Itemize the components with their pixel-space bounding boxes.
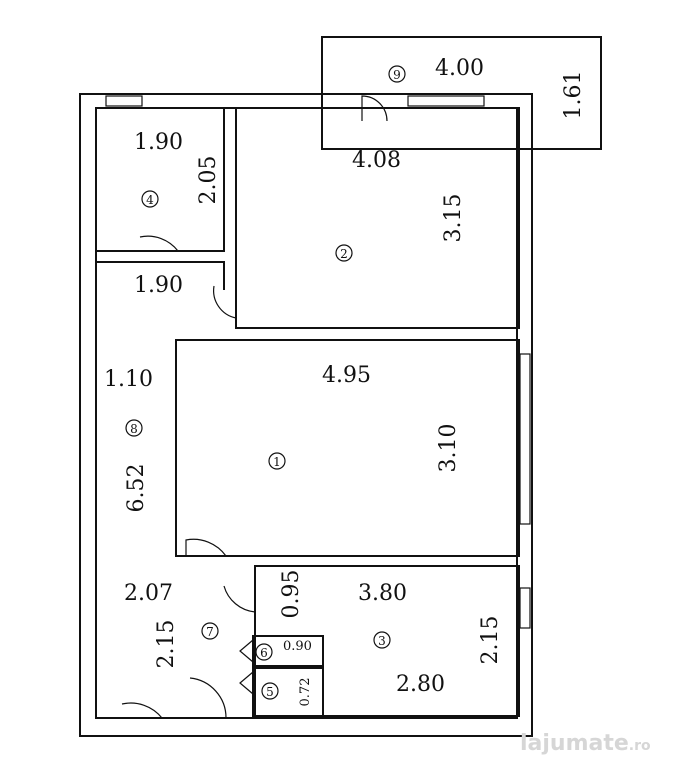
room-7-length: 2.15 [154, 620, 179, 669]
room-7-width: 2.07 [124, 581, 173, 606]
room-6-width: 0.90 [283, 639, 312, 654]
room-9-marker [388, 65, 406, 83]
room-5-marker [261, 682, 279, 700]
room-6-number: 6 [260, 646, 268, 660]
room-2-number: 2 [340, 247, 348, 261]
hallway-wall [95, 261, 225, 718]
door-balcony [361, 95, 388, 122]
room-4-number: 4 [146, 193, 154, 207]
room-3-length: 2.15 [478, 616, 503, 665]
room-2-walls [235, 107, 520, 329]
window-top-left [105, 95, 143, 107]
room-1-width: 4.95 [322, 363, 371, 388]
room-1-number: 1 [273, 455, 281, 469]
door-room-7 [186, 677, 227, 719]
room-4-marker [141, 190, 159, 208]
room-3-length-left: 0.95 [279, 570, 304, 619]
room-5-walls [252, 667, 324, 717]
door-room-1 [185, 538, 227, 557]
room-8-width: 1.10 [104, 367, 153, 392]
room-7-marker [201, 622, 219, 640]
door-room-3 [223, 576, 256, 613]
door-room-2 [213, 285, 237, 319]
room-5-number: 5 [266, 685, 274, 699]
door-room-4 [139, 235, 180, 252]
watermark-suffix: .ro [629, 738, 651, 754]
room-3-number: 3 [378, 634, 386, 648]
room-3-width-bottom: 2.80 [396, 672, 445, 697]
door-entrance [121, 702, 164, 719]
window-right-room3 [519, 587, 531, 629]
door-room-6 [239, 639, 254, 663]
room-1-marker [268, 452, 286, 470]
window-right-room1 [519, 353, 531, 525]
room-8-width-top: 1.90 [134, 273, 183, 298]
room-8-marker [125, 419, 143, 437]
room-1-length: 3.10 [436, 424, 461, 473]
room-7-number: 7 [206, 625, 214, 639]
room-8-length: 6.52 [124, 464, 149, 513]
room-3-walls [254, 565, 520, 717]
room-9-width: 4.00 [435, 56, 484, 81]
door-room-5 [239, 671, 254, 695]
room-9-length: 1.61 [561, 71, 586, 120]
watermark: lajumate.ro [520, 731, 651, 756]
room-3-marker [373, 631, 391, 649]
room-4-width: 1.90 [134, 130, 183, 155]
room-2-marker [335, 244, 353, 262]
room-9-number: 9 [393, 68, 401, 82]
room-6-walls [252, 635, 324, 667]
watermark-text: lajumate [520, 731, 629, 756]
room-4-length: 2.05 [196, 156, 221, 205]
room-1-walls [175, 339, 520, 557]
room-6-marker [255, 643, 273, 661]
room-2-length: 3.15 [441, 194, 466, 243]
outer-wall [79, 93, 533, 737]
room-8-number: 8 [130, 422, 138, 436]
window-top-right [407, 95, 485, 107]
room-5-length: 0.72 [298, 678, 313, 707]
room-2-width: 4.08 [352, 148, 401, 173]
room-3-width: 3.80 [358, 581, 407, 606]
